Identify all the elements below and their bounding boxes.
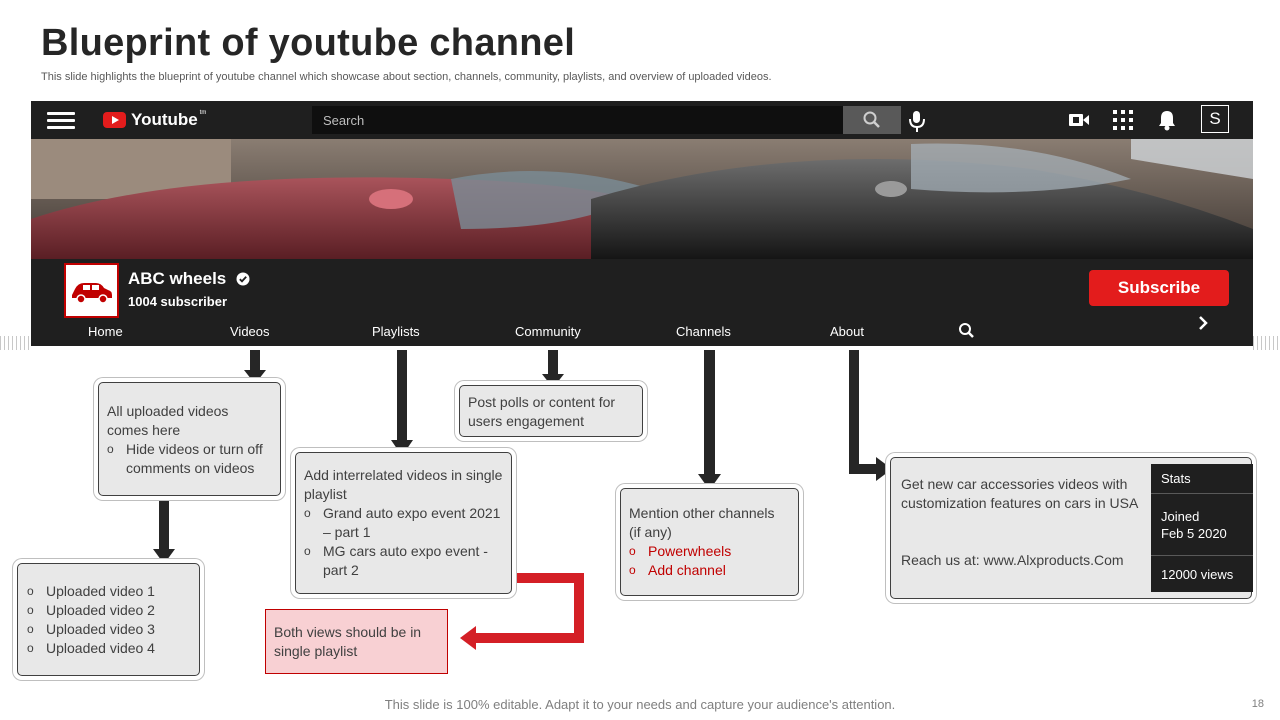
- youtube-brand-label: Youtube: [131, 110, 198, 129]
- trademark-mark: tm: [199, 110, 207, 116]
- list-item: Uploaded video 4: [27, 639, 190, 658]
- uploaded-videos-note: Uploaded video 1 Uploaded video 2 Upload…: [17, 563, 200, 676]
- tab-channels[interactable]: Channels: [676, 324, 731, 339]
- channel-search-icon[interactable]: [958, 322, 975, 339]
- search-button[interactable]: [843, 106, 901, 134]
- decorative-stripe-right: [1253, 336, 1280, 350]
- playlists-note: Add interrelated videos in single playli…: [295, 452, 512, 594]
- list-item[interactable]: Powerwheels: [629, 542, 790, 561]
- search-input[interactable]: [312, 106, 844, 134]
- tab-home[interactable]: Home: [88, 324, 123, 339]
- tab-videos[interactable]: Videos: [230, 324, 270, 339]
- subscriber-count: 1004 subscriber: [128, 294, 228, 309]
- community-note: Post polls or content for users engageme…: [459, 385, 643, 437]
- uploaded-videos-list: Uploaded video 1 Uploaded video 2 Upload…: [27, 582, 190, 658]
- chevron-right-icon[interactable]: [1197, 315, 1209, 331]
- list-item: Uploaded video 3: [27, 620, 190, 639]
- list-item: MG cars auto expo event - part 2: [304, 542, 503, 580]
- about-reach: Reach us at: www.Alxproducts.Com: [901, 552, 1124, 568]
- videos-note: All uploaded videos comes here Hide vide…: [98, 382, 281, 496]
- car-icon: [72, 283, 112, 304]
- list-item: Uploaded video 2: [27, 601, 190, 620]
- stats-views: 12000 views: [1161, 567, 1234, 582]
- videos-note-text: All uploaded videos comes here: [107, 403, 229, 438]
- channel-cover-image: [31, 139, 1253, 259]
- playlists-note-text: Add interrelated videos in single playli…: [304, 467, 503, 502]
- videos-note-list: Hide videos or turn off comments on vide…: [107, 440, 272, 478]
- tab-about[interactable]: About: [830, 324, 864, 339]
- about-description: Get new car accessories videos with cust…: [901, 476, 1139, 511]
- page-number: 18: [1251, 698, 1264, 710]
- slide-footer: This slide is 100% editable. Adapt it to…: [384, 697, 896, 712]
- tab-community[interactable]: Community: [515, 324, 581, 339]
- youtube-play-logo-icon[interactable]: [103, 112, 126, 128]
- decorative-stripe-left: [0, 336, 31, 350]
- stats-joined-date: Feb 5 2020: [1161, 526, 1227, 541]
- subscribe-button[interactable]: Subscribe: [1089, 270, 1229, 306]
- hamburger-menu-icon[interactable]: [47, 112, 75, 130]
- videos-note-bullet: Hide videos or turn off comments on vide…: [107, 440, 272, 478]
- verified-check-icon: [236, 272, 250, 286]
- channel-name-label: ABC wheels: [128, 269, 227, 288]
- stats-joined-label: Joined: [1161, 509, 1200, 524]
- channels-note: Mention other channels (if any) Powerwhe…: [620, 488, 799, 596]
- slide-subtitle: This slide highlights the blueprint of y…: [41, 71, 772, 83]
- profile-avatar[interactable]: S: [1201, 105, 1229, 133]
- stats-panel: Stats Joined Feb 5 2020 12000 views: [1151, 464, 1253, 592]
- stats-joined: Joined Feb 5 2020: [1151, 494, 1253, 556]
- video-camera-icon[interactable]: [1068, 112, 1090, 128]
- apps-grid-icon[interactable]: [1113, 110, 1133, 130]
- channel-name[interactable]: ABC wheels: [128, 269, 250, 289]
- search-icon: [863, 111, 880, 128]
- list-item[interactable]: Add channel: [629, 561, 790, 580]
- channel-avatar[interactable]: [64, 263, 119, 318]
- playlists-note-list: Grand auto expo event 2021 – part 1 MG c…: [304, 504, 503, 580]
- notification-bell-icon[interactable]: [1157, 109, 1177, 131]
- channels-note-list: Powerwheels Add channel: [629, 542, 790, 580]
- list-item: Uploaded video 1: [27, 582, 190, 601]
- list-item: Grand auto expo event 2021 – part 1: [304, 504, 503, 542]
- playlist-highlight-note: Both views should be in single playlist: [265, 609, 448, 674]
- microphone-icon[interactable]: [906, 109, 928, 133]
- slide-title: Blueprint of youtube channel: [41, 22, 576, 64]
- about-note: Get new car accessories videos with cust…: [890, 457, 1253, 599]
- stats-title: Stats: [1151, 464, 1253, 494]
- channels-note-text: Mention other channels (if any): [629, 505, 775, 540]
- tab-playlists[interactable]: Playlists: [372, 324, 420, 339]
